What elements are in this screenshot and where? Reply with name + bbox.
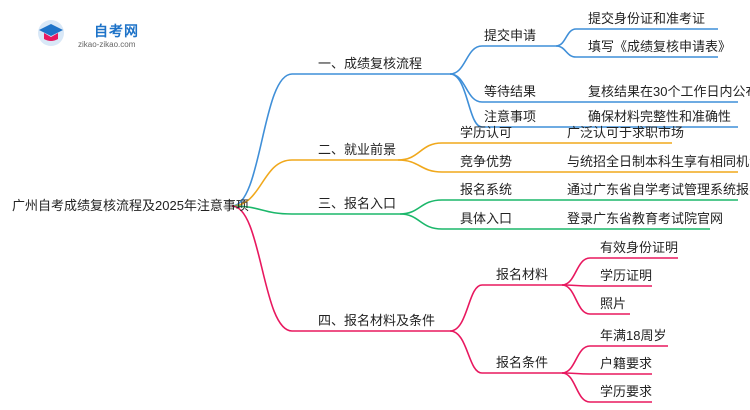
materials-label: 报名材料 [496, 267, 549, 282]
notes-item: 确保材料完整性和准确性 [588, 109, 732, 124]
branch4-label: 四、报名材料及条件 [318, 313, 436, 328]
branch1-edges [231, 28, 738, 207]
site-logo[interactable]: 自考网 zikao-zikao.com [32, 16, 142, 52]
registration-system-label: 报名系统 [460, 182, 513, 197]
submit-item-1: 提交身份证和准考证 [588, 11, 706, 26]
conditions-item-2: 户籍要求 [600, 356, 653, 371]
materials-item-2: 学历证明 [600, 268, 653, 283]
notes-label: 注意事项 [484, 109, 537, 124]
specific-entry-label: 具体入口 [460, 211, 513, 226]
brand-url: zikao-zikao.com [78, 40, 136, 49]
conditions-label: 报名条件 [496, 355, 549, 370]
registration-system-item: 通过广东省自学考试管理系统报名 [567, 182, 750, 197]
competitive-advantage-label: 竞争优势 [460, 154, 513, 169]
branch3-edges [231, 199, 738, 230]
competitive-advantage-item: 与统招全日制本科生享有相同机会 [567, 154, 750, 169]
submit-item-2: 填写《成绩复核申请表》 [588, 39, 732, 54]
branch3-label: 三、报名入口 [318, 196, 397, 211]
submit-application-label: 提交申请 [484, 28, 537, 43]
brand-name: 自考网 [94, 23, 139, 39]
conditions-item-3: 学历要求 [600, 384, 653, 399]
wait-result-label: 等待结果 [484, 84, 537, 99]
branch2-label: 二、就业前景 [318, 142, 397, 157]
materials-item-3: 照片 [600, 296, 627, 311]
wait-result-item: 复核结果在30个工作日内公布 [588, 84, 750, 99]
specific-entry-item: 登录广东省教育考试院官网 [567, 211, 724, 226]
branch4-edges [231, 205, 678, 403]
degree-recognition-label: 学历认可 [460, 125, 513, 140]
degree-recognition-item: 广泛认可于求职市场 [567, 125, 685, 140]
graduation-cap-icon [38, 20, 64, 46]
materials-item-1: 有效身份证明 [600, 240, 679, 255]
branch1-label: 一、成绩复核流程 [318, 56, 423, 71]
conditions-item-1: 年满18周岁 [600, 328, 667, 343]
mindmap-root: 广州自考成绩复核流程及2025年注意事项 [12, 198, 249, 213]
branch2-edges [231, 142, 738, 207]
